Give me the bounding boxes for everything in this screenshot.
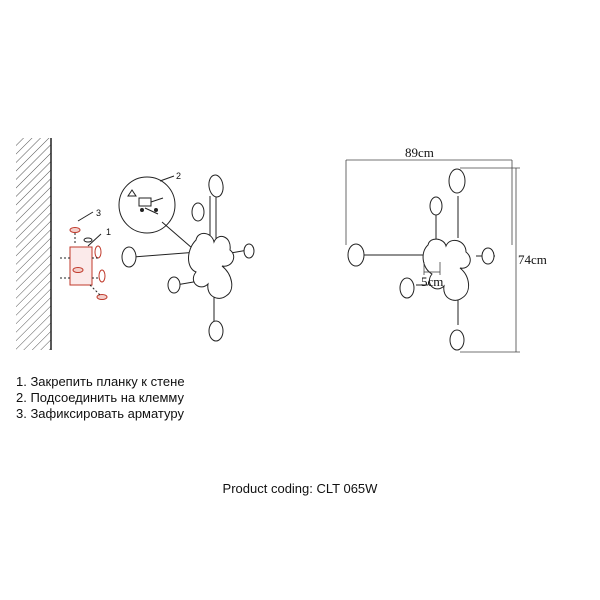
connection-detail (118, 175, 193, 249)
step-1: 1. Закрепить планку к стене (16, 374, 185, 389)
installation-steps: 1. Закрепить планку к стене 2. Подсоедин… (16, 374, 185, 422)
step-3: 3. Зафиксировать арматуру (16, 406, 184, 421)
product-coding: Product coding: CLT 065W (222, 481, 378, 496)
dimension-lines (345, 159, 520, 353)
step-2: 2. Подсоединить на клемму (16, 390, 184, 405)
callout-3: 3 (96, 208, 101, 218)
fixture-perspective (121, 174, 255, 342)
mounting-bracket (60, 211, 108, 300)
offset-dimension: 5cm (421, 274, 443, 289)
fixture-front-view (347, 168, 495, 351)
callout-2: 2 (176, 171, 181, 181)
height-dimension: 74cm (518, 252, 547, 267)
callout-1: 1 (106, 227, 111, 237)
width-dimension: 89cm (405, 145, 434, 160)
wall (16, 138, 52, 350)
